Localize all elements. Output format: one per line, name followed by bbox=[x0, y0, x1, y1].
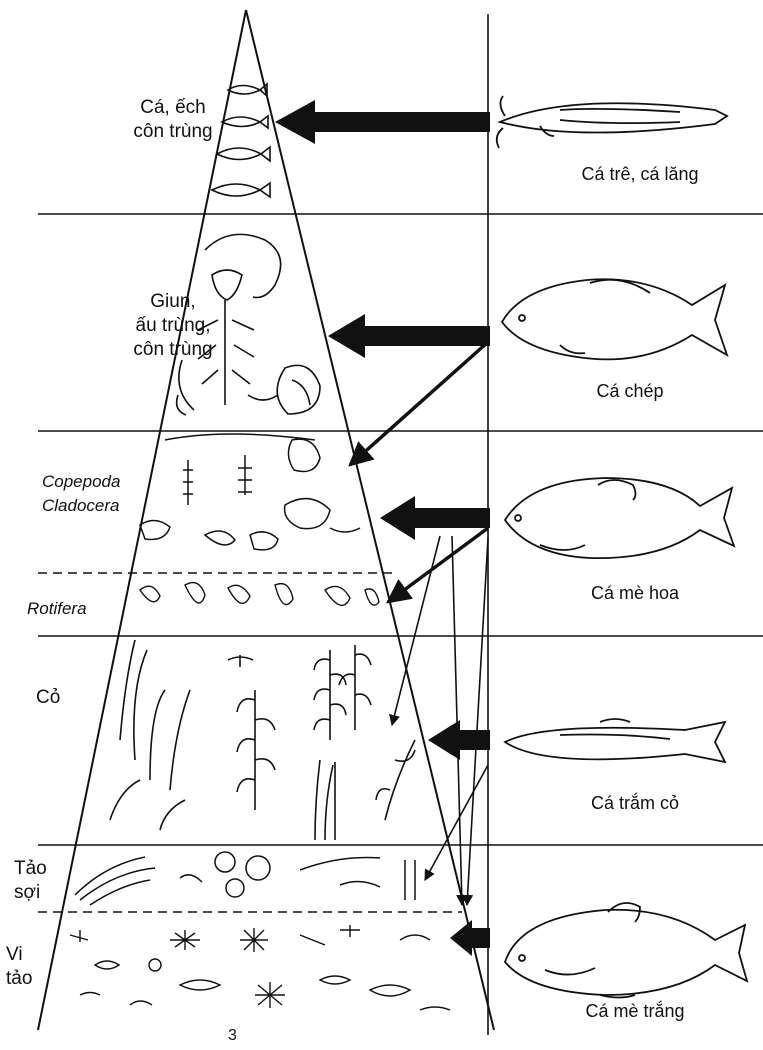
zooplankton-drawings bbox=[140, 434, 360, 550]
fish-label-3: Cá mè hoa bbox=[545, 582, 725, 604]
fish-carp-icon bbox=[502, 279, 727, 359]
thin-arrows-fine bbox=[392, 536, 488, 905]
thick-arrow-5 bbox=[450, 920, 490, 956]
label-level-6: Vi tảo bbox=[6, 943, 32, 991]
thick-arrow-4 bbox=[428, 720, 490, 760]
fish-label-1: Cá trê, cá lăng bbox=[545, 163, 735, 185]
label-level-2-line-1: Giun, bbox=[118, 290, 228, 314]
fish-bighead-carp-icon bbox=[505, 478, 734, 558]
thin-arrow-bighead-to-plants bbox=[392, 536, 440, 725]
label-level-1-line-1: Cá, ếch bbox=[118, 96, 228, 120]
thick-arrow-1 bbox=[275, 100, 490, 144]
fish-label-5: Cá mè trắng bbox=[545, 1000, 725, 1022]
label-level-3-line-1: Copepoda bbox=[42, 470, 152, 494]
label-level-5: Tảo sợi bbox=[14, 857, 47, 905]
label-level-6-line-1: Vi bbox=[6, 943, 32, 967]
filament-algae-drawings bbox=[75, 852, 415, 905]
thin-arrow-bighead-to-rotifera bbox=[388, 528, 488, 602]
fish-catfish-icon bbox=[497, 96, 727, 148]
label-level-2: Giun, ấu trùng, côn trùng bbox=[118, 290, 228, 362]
label-level-1: Cá, ếch côn trùng bbox=[118, 96, 228, 144]
label-level-2-line-2: ấu trùng, bbox=[118, 314, 228, 338]
label-rotifera: Rotifera bbox=[27, 597, 87, 621]
label-level-3-line-2: Cladocera bbox=[42, 494, 152, 518]
fish-silver-carp-icon bbox=[505, 903, 747, 998]
label-level-3: Copepoda Cladocera bbox=[42, 470, 152, 518]
aquatic-plant-drawings bbox=[110, 640, 415, 840]
fish-label-4: Cá trắm cỏ bbox=[545, 792, 725, 814]
thick-arrow-3 bbox=[380, 496, 490, 540]
thin-arrow-bighead-to-micro bbox=[452, 536, 462, 905]
rotifera-drawings bbox=[140, 583, 379, 606]
thin-arrow-carp-to-zooplankton bbox=[350, 342, 488, 465]
label-level-4: Cỏ bbox=[36, 686, 60, 710]
thin-arrow-silver-to-micro bbox=[467, 538, 488, 905]
bottom-mark: 3 bbox=[228, 1027, 237, 1044]
fish-grass-carp-icon bbox=[505, 719, 725, 762]
micro-algae-drawings bbox=[70, 925, 450, 1010]
fish-label-2: Cá chép bbox=[545, 380, 715, 402]
thin-arrows bbox=[350, 342, 488, 602]
label-level-5-line-1: Tảo bbox=[14, 857, 47, 881]
label-level-5-line-2: sợi bbox=[14, 881, 47, 905]
thick-arrow-2 bbox=[328, 314, 490, 358]
label-level-1-line-2: côn trùng bbox=[118, 120, 228, 144]
label-level-6-line-2: tảo bbox=[6, 967, 32, 991]
label-level-2-line-3: côn trùng bbox=[118, 338, 228, 362]
